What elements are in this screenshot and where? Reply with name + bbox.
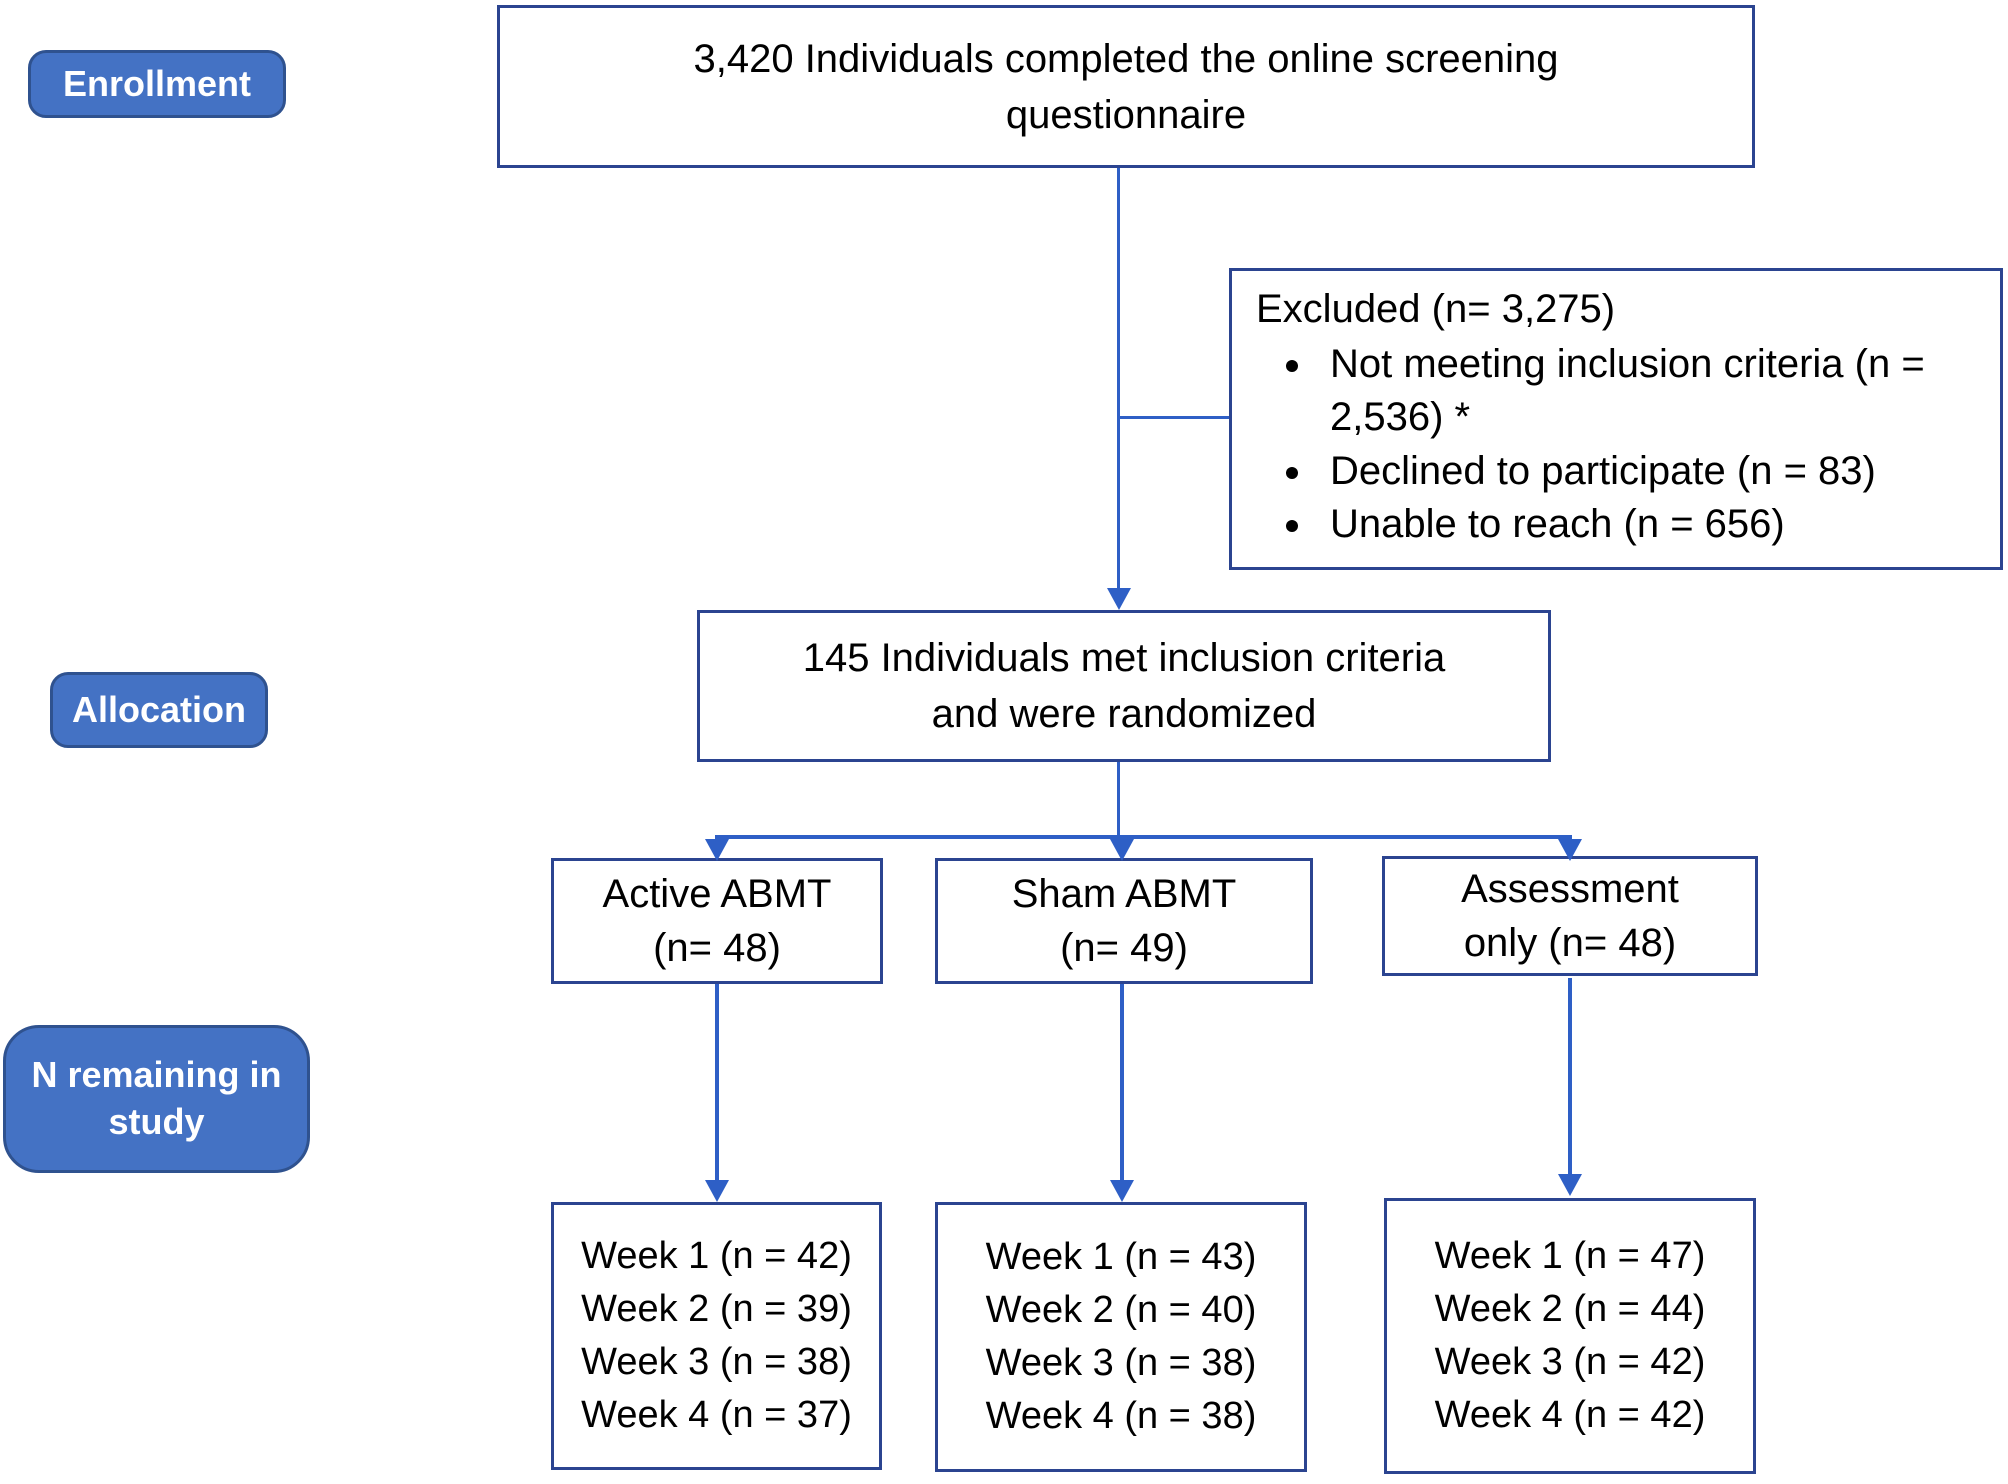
week-count: Week 2 (n = 40) [985,1288,1257,1331]
excluded-title: Excluded (n= 3,275) [1256,287,1616,331]
connector-randomized-down [1117,762,1120,835]
connector-randomization-split [715,835,1572,839]
week-lines: Week 1 (n = 47) Week 2 (n = 44) Week 3 (… [1435,1230,1706,1443]
arrow-split-to-active [715,838,719,839]
week-lines: Week 1 (n = 42) Week 2 (n = 39) Week 3 (… [581,1230,852,1443]
weeks-box-active-abmt: Week 1 (n = 42) Week 2 (n = 39) Week 3 (… [551,1202,882,1470]
week-count: Week 2 (n = 44) [1434,1287,1706,1330]
week-count: Week 3 (n = 38) [985,1342,1257,1384]
week-count: Week 4 (n = 38) [985,1395,1257,1438]
stage-label-enrollment: Enrollment [28,50,286,118]
arrow-screening-to-randomized [1117,168,1120,588]
screening-box: 3,420 Individuals completed the online s… [497,5,1755,168]
week-count: Week 3 (n = 38) [581,1341,852,1383]
arrow-assessment-to-weeks [1568,978,1572,1174]
arrow-split-to-assessment [1568,838,1572,839]
week-count: Week 2 (n = 39) [581,1287,852,1330]
week-count: Week 1 (n = 47) [1434,1234,1706,1277]
week-count: Week 1 (n = 43) [985,1235,1257,1278]
excluded-box: Excluded (n= 3,275) Not meeting inclusio… [1229,268,2003,570]
week-count: Week 1 (n = 42) [581,1234,852,1277]
arrow-active-to-weeks [715,984,719,1180]
randomized-box: 145 Individuals met inclusion criteria a… [697,610,1551,762]
group-box-sham-abmt: Sham ABMT (n= 49) [935,858,1313,984]
stage-label-allocation: Allocation [50,672,268,748]
weeks-box-assessment-only: Week 1 (n = 47) Week 2 (n = 44) Week 3 (… [1384,1198,1756,1474]
week-count: Week 4 (n = 42) [1434,1394,1706,1437]
stage-label-n-remaining: N remaining in study [3,1025,310,1173]
week-count: Week 4 (n = 37) [581,1394,852,1437]
group-box-active-abmt: Active ABMT (n= 48) [551,858,883,984]
arrow-split-to-sham [1120,838,1124,839]
excluded-reasons-list: Not meeting inclusion criteria (n = 2,53… [1254,338,1982,551]
excluded-reason-inclusion: Not meeting inclusion criteria (n = 2,53… [1316,338,1982,444]
arrow-sham-to-weeks [1120,984,1124,1180]
excluded-reason-unreachable: Unable to reach (n = 656) [1316,498,1982,551]
weeks-box-sham-abmt: Week 1 (n = 43) Week 2 (n = 40) Week 3 (… [935,1202,1307,1472]
week-lines: Week 1 (n = 43) Week 2 (n = 40) Week 3 (… [986,1231,1257,1444]
connector-excluded-branch [1119,416,1229,419]
excluded-reason-declined: Declined to participate (n = 83) [1316,445,1982,498]
week-count: Week 3 (n = 42) [1434,1341,1706,1383]
group-box-assessment-only: Assessment only (n= 48) [1382,856,1758,976]
